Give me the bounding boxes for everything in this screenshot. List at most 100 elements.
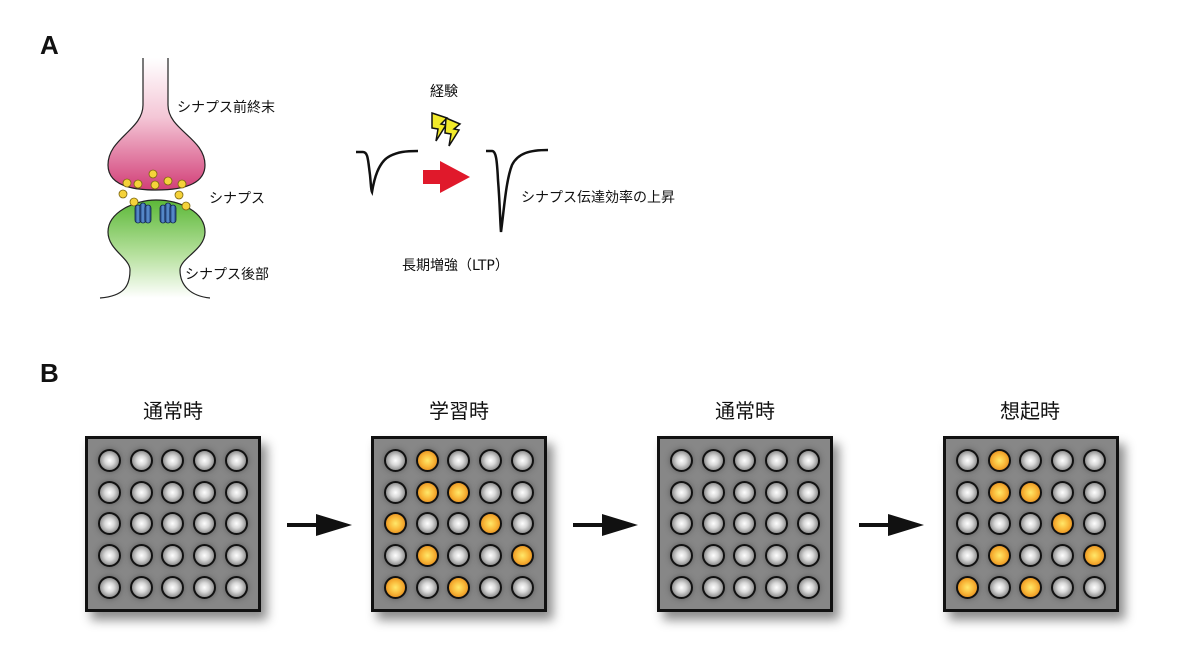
grid-cell <box>475 540 507 572</box>
inactive-neuron <box>956 544 980 568</box>
grid-cell <box>792 477 824 509</box>
neuron-grid <box>371 436 547 612</box>
inactive-neuron <box>224 512 248 536</box>
inactive-neuron <box>956 512 980 536</box>
inactive-neuron <box>765 575 789 599</box>
active-neuron <box>479 512 503 536</box>
active-neuron <box>415 544 439 568</box>
vesicle <box>181 201 191 211</box>
inactive-neuron <box>224 544 248 568</box>
grid-cell <box>666 571 698 603</box>
grid-cell <box>126 571 158 603</box>
inactive-neuron <box>193 449 217 473</box>
inactive-neuron <box>479 575 503 599</box>
grid-cell <box>506 445 538 477</box>
inactive-neuron <box>1019 544 1043 568</box>
grid-cell <box>126 477 158 509</box>
inactive-neuron <box>193 544 217 568</box>
inactive-neuron <box>701 512 725 536</box>
inactive-neuron <box>701 544 725 568</box>
inactive-neuron <box>670 480 694 504</box>
inactive-neuron <box>670 575 694 599</box>
inactive-neuron <box>701 575 725 599</box>
grid-cell <box>220 477 252 509</box>
grid-cell <box>94 445 126 477</box>
stage-title: 通常時 <box>715 399 775 423</box>
grid-cell <box>475 508 507 540</box>
grid-cell <box>761 445 793 477</box>
grid-cell <box>506 477 538 509</box>
grid-cell <box>666 540 698 572</box>
grid-cell <box>412 508 444 540</box>
inactive-neuron <box>956 480 980 504</box>
grid-cell <box>984 445 1016 477</box>
grid-cell <box>1047 477 1079 509</box>
grid-cell <box>412 540 444 572</box>
inactive-neuron <box>733 575 757 599</box>
grid-cell <box>984 508 1016 540</box>
grid-cell <box>126 540 158 572</box>
grid-cell <box>1015 508 1047 540</box>
inactive-neuron <box>447 512 471 536</box>
inactive-neuron <box>479 480 503 504</box>
inactive-neuron <box>510 575 534 599</box>
grid-cell <box>952 571 984 603</box>
ltp-label: 長期増強（LTP） <box>402 258 509 274</box>
grid-cell <box>126 445 158 477</box>
inactive-neuron <box>796 480 820 504</box>
inactive-neuron <box>510 512 534 536</box>
grid-cell <box>157 540 189 572</box>
grid-cell <box>761 571 793 603</box>
receptor <box>144 204 152 224</box>
large-response-trace <box>486 148 549 233</box>
grid-cell <box>443 445 475 477</box>
active-neuron <box>415 449 439 473</box>
inactive-neuron <box>98 512 122 536</box>
inactive-neuron <box>447 449 471 473</box>
active-neuron <box>447 480 471 504</box>
grid-cell <box>475 445 507 477</box>
inactive-neuron <box>384 449 408 473</box>
inactive-neuron <box>670 449 694 473</box>
inactive-neuron <box>98 575 122 599</box>
grid-cell <box>220 571 252 603</box>
grid-cell <box>761 540 793 572</box>
grid-cell <box>792 445 824 477</box>
grid-cell <box>220 508 252 540</box>
grid-cell <box>792 540 824 572</box>
grid-cell <box>189 508 221 540</box>
active-neuron <box>510 544 534 568</box>
inactive-neuron <box>224 575 248 599</box>
neuron-grid <box>85 436 261 612</box>
synapse-label: シナプス <box>209 191 265 207</box>
small-response-trace <box>356 149 419 197</box>
inactive-neuron <box>129 512 153 536</box>
grid-cell <box>729 571 761 603</box>
grid-cell <box>666 445 698 477</box>
vesicle <box>122 178 132 188</box>
active-neuron <box>1019 575 1043 599</box>
grid-cell <box>1047 508 1079 540</box>
grid-cell <box>698 508 730 540</box>
lightning-icon <box>431 111 462 147</box>
grid-cell <box>412 445 444 477</box>
inactive-neuron <box>701 449 725 473</box>
neuron-grid <box>943 436 1119 612</box>
inactive-neuron <box>129 480 153 504</box>
grid-cell <box>94 571 126 603</box>
grid-cell <box>952 540 984 572</box>
vesicle <box>177 179 187 189</box>
stage-title: 通常時 <box>143 399 203 423</box>
inactive-neuron <box>161 449 185 473</box>
grid-cell <box>761 508 793 540</box>
efficiency-increase-label: シナプス伝達効率の上昇 <box>521 190 675 206</box>
inactive-neuron <box>129 544 153 568</box>
grid-cell <box>380 571 412 603</box>
inactive-neuron <box>98 449 122 473</box>
inactive-neuron <box>224 480 248 504</box>
grid-cell <box>952 477 984 509</box>
grid-cell <box>1015 477 1047 509</box>
inactive-neuron <box>670 512 694 536</box>
grid-cell <box>984 540 1016 572</box>
